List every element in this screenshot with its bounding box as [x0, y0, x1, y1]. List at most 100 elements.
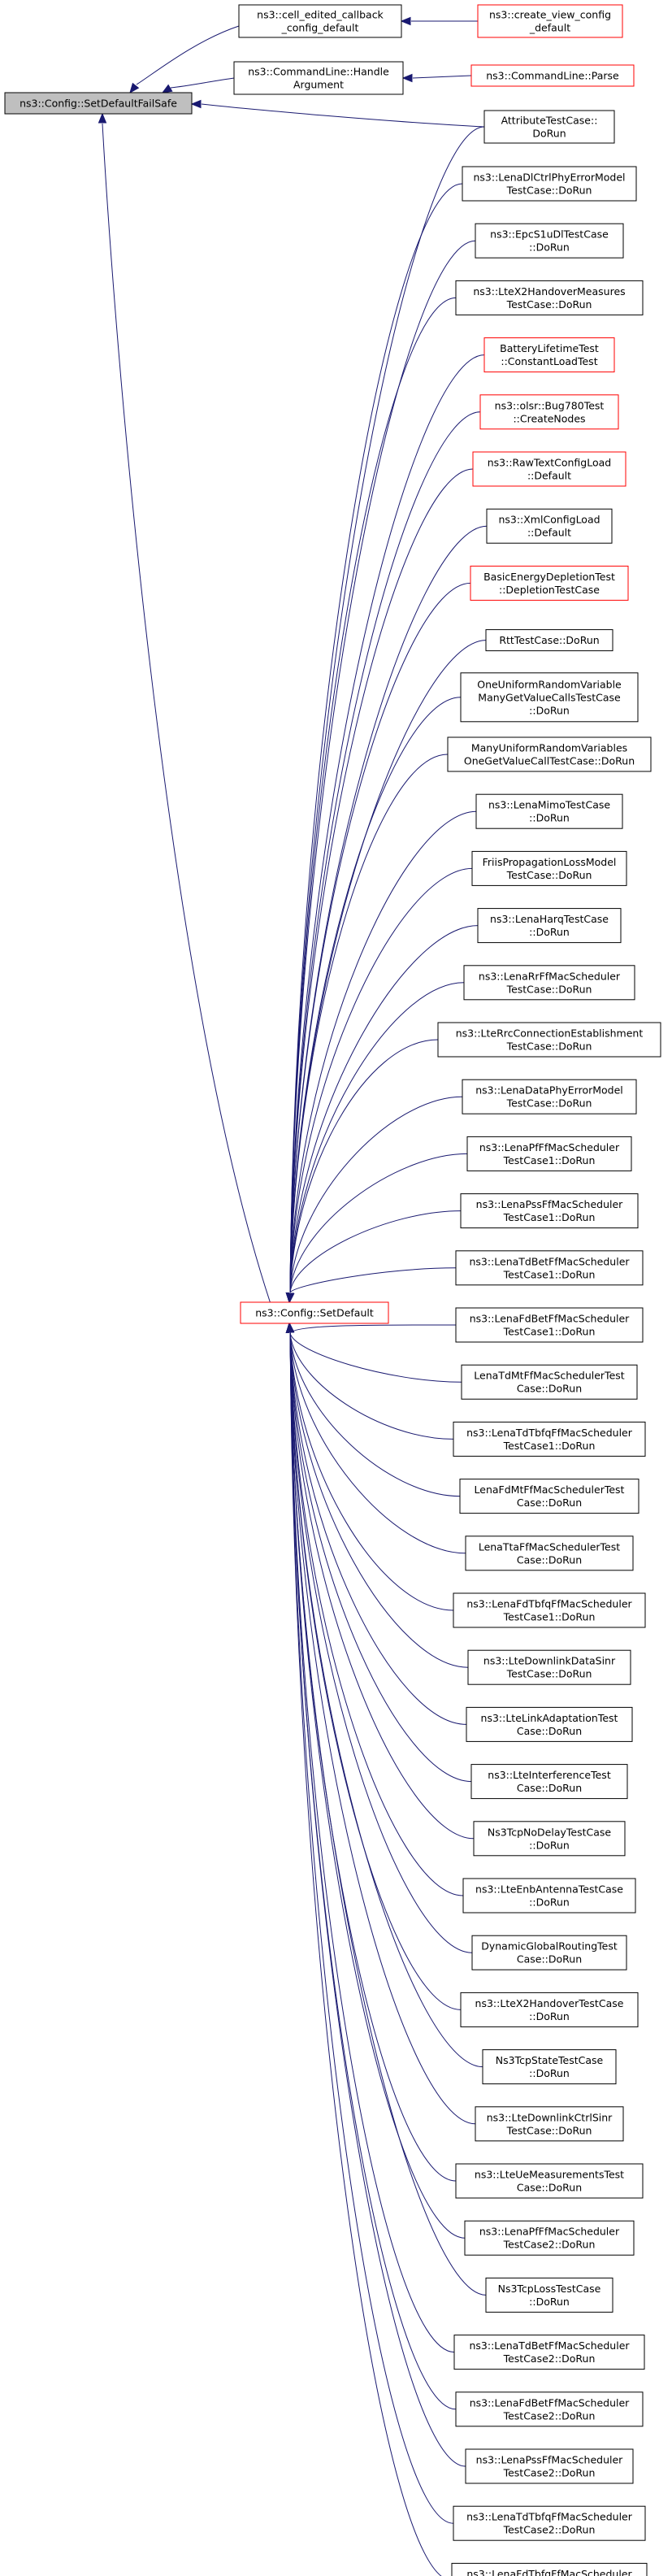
- node-label-line: OneUniformRandomVariable: [477, 678, 622, 690]
- node-box: [459, 1479, 639, 1514]
- edge-c42-to-setdefault: [289, 1332, 454, 2524]
- node-label-line: Case::DoRun: [517, 2182, 582, 2194]
- node-label-line: ::Default: [527, 527, 571, 539]
- edge-c31-to-setdefault: [289, 1332, 464, 1896]
- node-box: [461, 1364, 638, 1400]
- node-label-line: _config_default: [281, 22, 359, 34]
- node-c39[interactable]: ns3::LenaTdBetFfMacSchedulerTestCase2::D…: [453, 2335, 645, 2370]
- node-c41[interactable]: ns3::LenaPssFfMacSchedulerTestCase2::DoR…: [465, 2448, 634, 2484]
- node-label-line: ns3::LteX2HandoverMeasures: [473, 285, 625, 298]
- node-label-line: ns3::EpcS1uDlTestCase: [490, 228, 609, 241]
- node-c37[interactable]: ns3::LenaPfFfMacSchedulerTestCase2::DoRu…: [464, 2220, 635, 2256]
- node-box: [460, 1992, 639, 2027]
- node-box: [462, 1878, 636, 1914]
- node-c6[interactable]: ns3::RawTextConfigLoad::Default: [472, 451, 626, 487]
- node-c21[interactable]: ns3::LenaFdBetFfMacSchedulerTestCase1::D…: [455, 1307, 644, 1343]
- node-label-line: Case::DoRun: [517, 1953, 582, 1966]
- arrowhead-cell_edited-to-setdefaultfailsafe: [129, 82, 140, 94]
- edge-c6-to-setdefault: [289, 468, 474, 1293]
- node-c5[interactable]: ns3::olsr::Bug780Test::CreateNodes: [479, 394, 619, 430]
- node-c34[interactable]: Ns3TcpStateTestCase::DoRun: [482, 2049, 617, 2085]
- node-label-line: Ns3TcpNoDelayTestCase: [488, 1826, 611, 1838]
- node-c12[interactable]: ns3::LenaMimoTestCase::DoRun: [475, 793, 623, 829]
- node-c14[interactable]: ns3::LenaHarqTestCase::DoRun: [477, 908, 622, 944]
- node-c19[interactable]: ns3::LenaPssFfMacSchedulerTestCase1::DoR…: [460, 1193, 639, 1229]
- node-label-line: TestCase2::DoRun: [503, 2409, 596, 2422]
- node-c7[interactable]: ns3::XmlConfigLoad::Default: [486, 508, 613, 544]
- node-c23[interactable]: ns3::LenaTdTbfqFfMacSchedulerTestCase1::…: [453, 1421, 646, 1457]
- node-label-line: ns3::LenaPssFfMacScheduler: [476, 2454, 624, 2466]
- node-c38[interactable]: Ns3TcpLossTestCase::DoRun: [485, 2277, 613, 2313]
- node-cell_edited[interactable]: ns3::cell_edited_callback_config_default: [238, 4, 402, 38]
- node-label-line: ::DoRun: [529, 2010, 570, 2022]
- node-c43[interactable]: ns3::LenaFdTbfqFfMacSchedulerTestCase2::…: [451, 2562, 648, 2576]
- edge-handle_arg-to-setdefaultfailsafe: [170, 77, 235, 89]
- node-c20[interactable]: ns3::LenaTdBetFfMacSchedulerTestCase1::D…: [455, 1250, 644, 1286]
- node-c10[interactable]: OneUniformRandomVariableManyGetValueCall…: [460, 672, 639, 723]
- node-label-line: Case::DoRun: [517, 1497, 582, 1509]
- node-label-line: TestCase::DoRun: [506, 869, 592, 881]
- node-create_view[interactable]: ns3::create_view_config_default: [477, 4, 623, 38]
- node-c42[interactable]: ns3::LenaTdTbfqFfMacSchedulerTestCase2::…: [453, 2505, 646, 2541]
- node-box: [460, 1193, 639, 1229]
- node-label-line: Argument: [293, 79, 344, 91]
- node-box: [4, 92, 193, 115]
- node-label-line: ns3::olsr::Bug780Test: [495, 399, 605, 411]
- node-label-line: ::DoRun: [529, 1896, 570, 1909]
- node-c2[interactable]: ns3::EpcS1uDlTestCase::DoRun: [475, 223, 624, 258]
- node-box: [233, 61, 404, 95]
- node-c26[interactable]: ns3::LenaFdTbfqFfMacSchedulerTestCase1::…: [453, 1592, 646, 1628]
- node-c30[interactable]: Ns3TcpNoDelayTestCase::DoRun: [473, 1821, 626, 1857]
- node-label-line: TestCase1::DoRun: [503, 1154, 596, 1166]
- node-label-line: ns3::LenaFdBetFfMacScheduler: [470, 1313, 630, 1325]
- node-attr_test[interactable]: AttributeTestCase::DoRun: [483, 110, 615, 144]
- node-c9[interactable]: RttTestCase::DoRun: [485, 629, 613, 652]
- node-c8[interactable]: BasicEnergyDepletionTest::DepletionTestC…: [470, 565, 629, 601]
- node-label-line: ns3::LteDownlinkDataSinr: [483, 1655, 616, 1667]
- node-c40[interactable]: ns3::LenaFdBetFfMacSchedulerTestCase2::D…: [455, 2391, 644, 2427]
- edge-attr_test-to-setdefaultfailsafe: [201, 103, 485, 128]
- node-label-line: TestCase::DoRun: [506, 2124, 592, 2136]
- node-box: [455, 280, 644, 315]
- edge-c34-to-setdefault: [289, 1332, 483, 2068]
- node-c1[interactable]: ns3::LenaDlCtrlPhyErrorModelTestCase::Do…: [462, 166, 637, 202]
- node-c3[interactable]: ns3::LteX2HandoverMeasuresTestCase::DoRu…: [455, 280, 644, 315]
- node-box: [477, 4, 623, 38]
- node-box: [473, 1821, 626, 1857]
- node-box: [453, 2505, 646, 2541]
- node-setdefaultfailsafe: ns3::Config::SetDefaultFailSafe: [4, 92, 193, 115]
- node-label-line: Ns3TcpLossTestCase: [498, 2283, 601, 2295]
- node-c18[interactable]: ns3::LenaPfFfMacSchedulerTestCase1::DoRu…: [466, 1136, 632, 1171]
- node-label-line: TestCase2::DoRun: [503, 2467, 596, 2479]
- node-label-line: TestCase::DoRun: [506, 1097, 592, 1110]
- node-box: [485, 629, 613, 652]
- edge-c37-to-setdefault: [289, 1332, 466, 2239]
- node-label-line: ns3::LenaMimoTestCase: [488, 799, 610, 811]
- node-c16[interactable]: ns3::LteRrcConnectionEstablishmentTestCa…: [437, 1022, 661, 1058]
- node-setdefault[interactable]: ns3::Config::SetDefault: [240, 1301, 389, 1324]
- node-c4[interactable]: BatteryLifetimeTest::ConstantLoadTest: [483, 337, 615, 373]
- node-label-line: ::DoRun: [529, 241, 570, 254]
- node-c31[interactable]: ns3::LteEnbAntennaTestCase::DoRun: [462, 1878, 636, 1914]
- node-box: [470, 1764, 628, 1800]
- node-label-line: ns3::LenaDlCtrlPhyErrorModel: [473, 172, 625, 184]
- edge-c36-to-setdefault: [289, 1332, 457, 2182]
- edge-c8-to-setdefault: [289, 582, 471, 1293]
- node-c11[interactable]: ManyUniformRandomVariablesOneGetValueCal…: [447, 736, 652, 772]
- node-c17[interactable]: ns3::LenaDataPhyErrorModelTestCase::DoRu…: [462, 1079, 637, 1114]
- node-cmd_parse[interactable]: ns3::CommandLine::Parse: [470, 64, 635, 87]
- node-c33[interactable]: ns3::LteX2HandoverTestCase::DoRun: [460, 1992, 639, 2027]
- edge-c14-to-setdefault: [289, 925, 479, 1293]
